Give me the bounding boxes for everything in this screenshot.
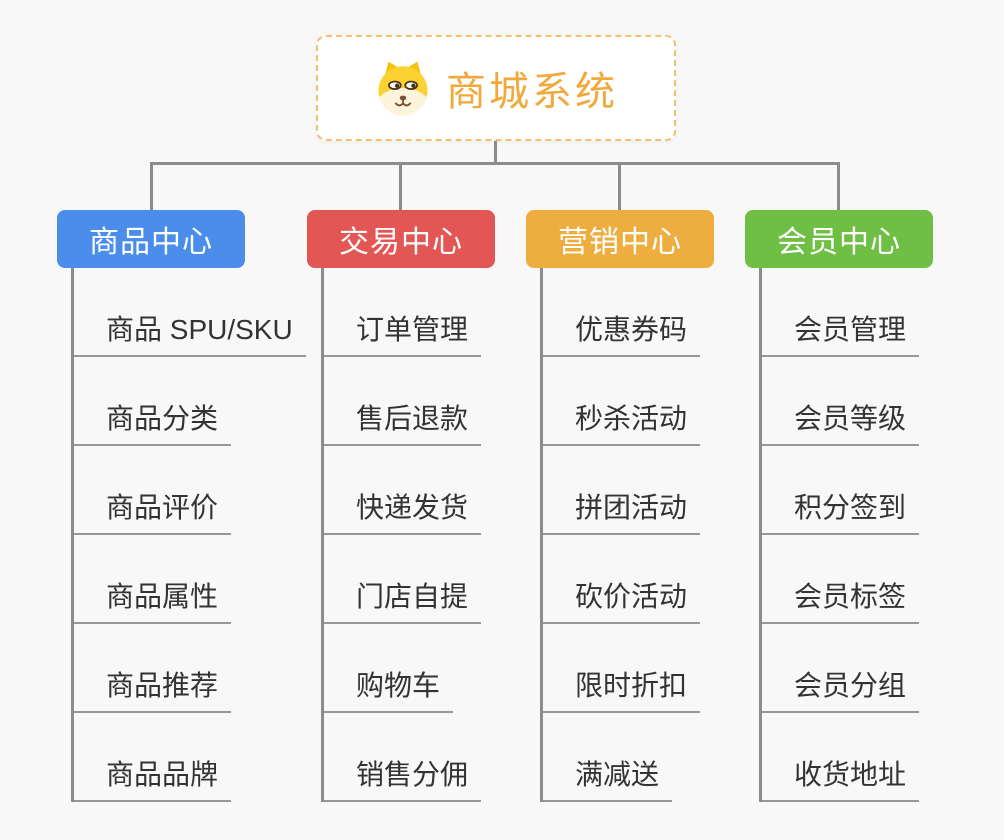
- topic-member-management[interactable]: 会员管理: [762, 268, 920, 357]
- branch-trade-center: 交易中心 订单管理 售后退款 快递发货 门店自提 购物车 销售分佣: [307, 210, 495, 802]
- topic-marketing-center[interactable]: 营销中心: [526, 210, 714, 268]
- topic-order-management[interactable]: 订单管理: [324, 268, 482, 357]
- branch-product-center: 商品中心 商品 SPU/SKU 商品分类 商品评价 商品属性 商品推荐 商品品牌: [57, 210, 306, 802]
- branch-line-product: 商品 SPU/SKU 商品分类 商品评价 商品属性 商品推荐 商品品牌: [71, 268, 306, 802]
- topic-member-level[interactable]: 会员等级: [762, 357, 920, 446]
- topic-product-spu-sku[interactable]: 商品 SPU/SKU: [74, 268, 306, 357]
- connector-drop-marketing: [618, 162, 621, 210]
- topic-member-groups[interactable]: 会员分组: [762, 624, 920, 713]
- topic-aftersale-refund[interactable]: 售后退款: [324, 357, 482, 446]
- topic-member-center[interactable]: 会员中心: [745, 210, 933, 268]
- topic-product-category[interactable]: 商品分类: [74, 357, 232, 446]
- topic-shipping-address[interactable]: 收货地址: [762, 713, 920, 802]
- topic-express-shipping[interactable]: 快递发货: [324, 446, 482, 535]
- topic-group-buy[interactable]: 拼团活动: [543, 446, 701, 535]
- topic-sales-commission[interactable]: 销售分佣: [324, 713, 482, 802]
- connector-trunk: [150, 162, 840, 165]
- branch-member-center: 会员中心 会员管理 会员等级 积分签到 会员标签 会员分组 收货地址: [745, 210, 933, 802]
- topic-trade-center[interactable]: 交易中心: [307, 210, 495, 268]
- topic-points-checkin[interactable]: 积分签到: [762, 446, 920, 535]
- topic-product-recommend[interactable]: 商品推荐: [74, 624, 232, 713]
- topic-product-center[interactable]: 商品中心: [57, 210, 245, 268]
- topic-product-brand[interactable]: 商品品牌: [74, 713, 232, 802]
- branch-line-member: 会员管理 会员等级 积分签到 会员标签 会员分组 收货地址: [759, 268, 920, 802]
- topic-coupon-code[interactable]: 优惠券码: [543, 268, 701, 357]
- topic-spend-and-save[interactable]: 满减送: [543, 713, 673, 802]
- topic-member-tags[interactable]: 会员标签: [762, 535, 920, 624]
- topic-flash-sale[interactable]: 秒杀活动: [543, 357, 701, 446]
- topic-bargain-event[interactable]: 砍价活动: [543, 535, 701, 624]
- connector-drop-product: [150, 162, 153, 210]
- branch-line-trade: 订单管理 售后退款 快递发货 门店自提 购物车 销售分佣: [321, 268, 482, 802]
- topic-shopping-cart[interactable]: 购物车: [324, 624, 454, 713]
- shiba-dog-icon: [378, 61, 428, 116]
- connector-drop-member: [837, 162, 840, 210]
- topic-product-review[interactable]: 商品评价: [74, 446, 232, 535]
- root-topic-mall-system[interactable]: 商城系统: [316, 35, 676, 141]
- root-topic-label: 商城系统: [446, 70, 618, 114]
- branch-marketing-center: 营销中心 优惠券码 秒杀活动 拼团活动 砍价活动 限时折扣 满减送: [526, 210, 714, 802]
- connector-drop-trade: [399, 162, 402, 210]
- topic-limited-discount[interactable]: 限时折扣: [543, 624, 701, 713]
- branch-line-marketing: 优惠券码 秒杀活动 拼团活动 砍价活动 限时折扣 满减送: [540, 268, 701, 802]
- topic-product-attribute[interactable]: 商品属性: [74, 535, 232, 624]
- topic-store-pickup[interactable]: 门店自提: [324, 535, 482, 624]
- connector-root-stub: [494, 140, 497, 164]
